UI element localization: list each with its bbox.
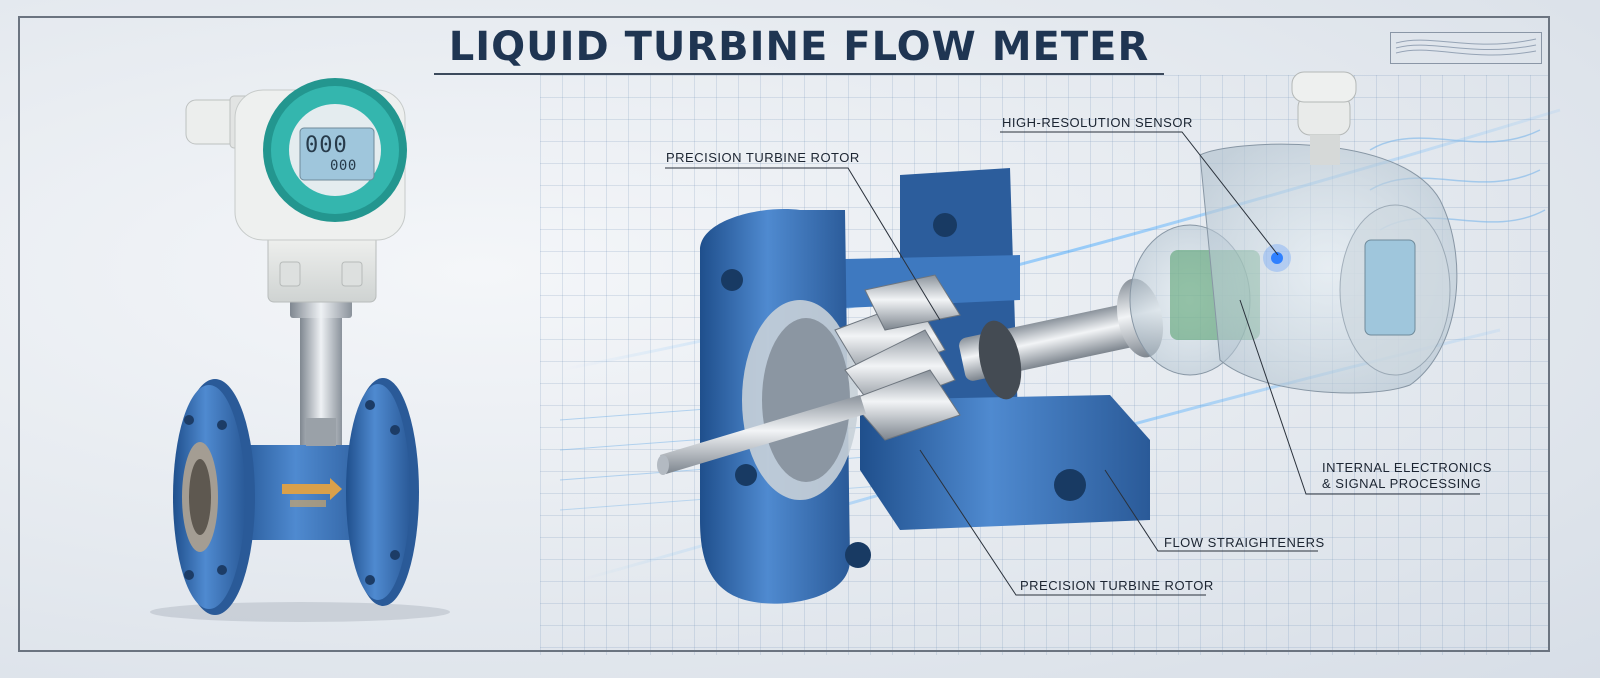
title-underline <box>434 73 1164 75</box>
callout-internal-electronics: INTERNAL ELECTRONICS <box>1322 460 1492 475</box>
outer-frame <box>18 16 1550 652</box>
rotor-shaft <box>660 395 866 474</box>
turbine-rotor <box>834 274 961 441</box>
flow-direction-arrow-icon <box>282 478 342 500</box>
callout-precision-turbine-rotor-top: PRECISION TURBINE ROTOR <box>666 150 860 165</box>
callout-precision-turbine-rotor-bottom: PRECISION TURBINE ROTOR <box>1020 578 1214 593</box>
lcd-line-1: 000 <box>305 133 348 158</box>
bearing <box>978 320 1022 400</box>
cutaway-lcd-display <box>1364 239 1416 336</box>
callout-leaders <box>665 131 1480 596</box>
inset-streamline-box <box>1390 32 1542 64</box>
sensor-glow <box>1271 252 1283 264</box>
page-title: LIQUID TURBINE FLOW METER <box>448 24 1150 70</box>
callout-high-resolution-sensor: HIGH-RESOLUTION SENSOR <box>1002 115 1193 130</box>
assembled-flow-meter <box>150 78 450 622</box>
lcd-line-2: 000 <box>330 158 357 174</box>
callout-signal-processing: & SIGNAL PROCESSING <box>1322 476 1482 491</box>
callout-flow-straighteners: FLOW STRAIGHTENERS <box>1164 535 1325 550</box>
cutaway-flow-meter <box>657 71 1458 604</box>
lcd-display <box>299 127 375 181</box>
